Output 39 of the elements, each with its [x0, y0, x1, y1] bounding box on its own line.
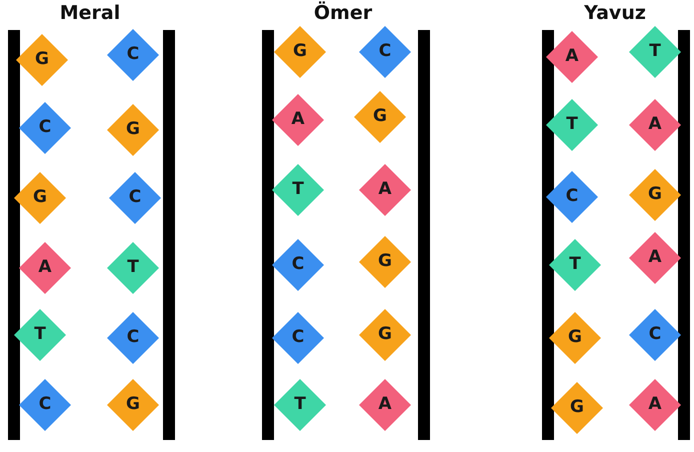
base-diamond: A	[272, 94, 324, 146]
base-diamond: G	[107, 379, 159, 431]
base-diamond: C	[109, 172, 161, 224]
base-diamond: T	[629, 26, 681, 78]
base-diamond: C	[107, 312, 159, 364]
base-diamond: T	[14, 309, 66, 361]
base-diamond: T	[549, 239, 601, 291]
base-diamond: A	[546, 31, 598, 83]
base-diamond: G	[16, 34, 68, 86]
base-diamond: G	[274, 26, 326, 78]
strand-title: Ömer	[314, 1, 372, 25]
strand-title: Meral	[60, 1, 120, 25]
base-diamond: C	[19, 102, 71, 154]
base-diamond: T	[546, 99, 598, 151]
base-diamond: C	[629, 309, 681, 361]
base-diamond: C	[19, 379, 71, 431]
base-diamond: G	[14, 172, 66, 224]
base-diamond: T	[107, 242, 159, 294]
base-diamond: A	[629, 99, 681, 151]
base-diamond: T	[274, 379, 326, 431]
base-diamond: C	[107, 29, 159, 81]
base-diamond: C	[272, 312, 324, 364]
base-diamond: G	[549, 312, 601, 364]
base-diamond: G	[629, 169, 681, 221]
base-diamond: A	[359, 164, 411, 216]
base-diamond: C	[272, 239, 324, 291]
base-diamond: G	[359, 309, 411, 361]
base-diamond: C	[359, 26, 411, 78]
base-diamond: T	[272, 164, 324, 216]
base-diamond: A	[629, 232, 681, 284]
base-diamond: A	[629, 379, 681, 431]
base-diamond: A	[19, 242, 71, 294]
base-diamond: G	[359, 236, 411, 288]
base-diamond: G	[354, 91, 406, 143]
base-diamond: G	[551, 382, 603, 434]
base-diamond: G	[107, 104, 159, 156]
base-diamond: A	[359, 379, 411, 431]
base-diamond: C	[546, 171, 598, 223]
strand-title: Yavuz	[584, 1, 646, 25]
